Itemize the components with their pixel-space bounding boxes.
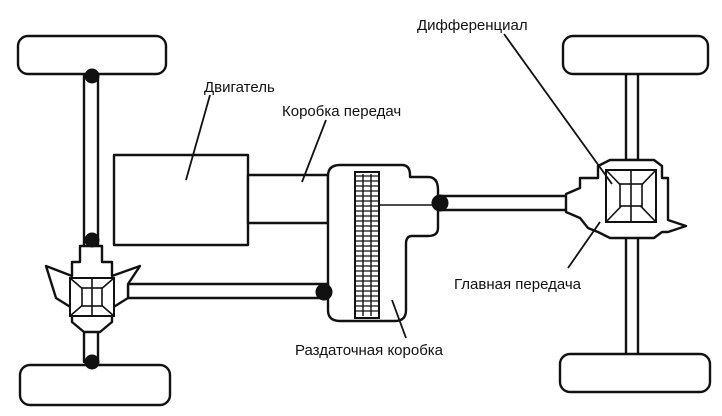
transfer-case-label: Раздаточная коробка bbox=[295, 342, 444, 359]
transfer-case-chain bbox=[354, 171, 380, 319]
rear-differential bbox=[564, 158, 688, 240]
engine-leader-line bbox=[185, 94, 211, 181]
rear-right-wheel bbox=[558, 352, 712, 394]
rear-left-wheel bbox=[561, 34, 710, 76]
engine-label: Двигатель bbox=[204, 79, 275, 96]
front-left-wheel bbox=[16, 34, 168, 76]
final-drive-label: Главная передача bbox=[454, 276, 582, 293]
front-right-wheel bbox=[18, 363, 172, 407]
rear-propeller-shaft bbox=[436, 194, 582, 212]
transfer-case-body bbox=[326, 163, 440, 323]
front-axle-shaft-upper bbox=[82, 72, 100, 250]
front-left-cv-joint bbox=[84, 68, 100, 84]
gearbox-body bbox=[246, 173, 330, 225]
differential-leader-line bbox=[503, 33, 613, 185]
front-propeller-shaft bbox=[126, 282, 330, 300]
engine-block bbox=[112, 153, 250, 247]
front-propshaft-joint bbox=[315, 283, 333, 301]
final-drive-leader-line bbox=[567, 221, 601, 269]
rear-axle-shaft-upper bbox=[624, 70, 640, 162]
rear-axle-shaft-lower bbox=[624, 234, 640, 358]
gearbox-leader-line bbox=[301, 119, 327, 183]
front-diff-upper-joint bbox=[84, 232, 100, 248]
differential-label: Дифференциал bbox=[417, 17, 528, 34]
front-differential bbox=[44, 244, 142, 334]
front-right-cv-joint bbox=[84, 354, 100, 370]
rear-propshaft-joint bbox=[431, 194, 449, 212]
gearbox-label: Коробка передач bbox=[282, 103, 401, 120]
transfer-case-leader-line bbox=[391, 299, 407, 339]
